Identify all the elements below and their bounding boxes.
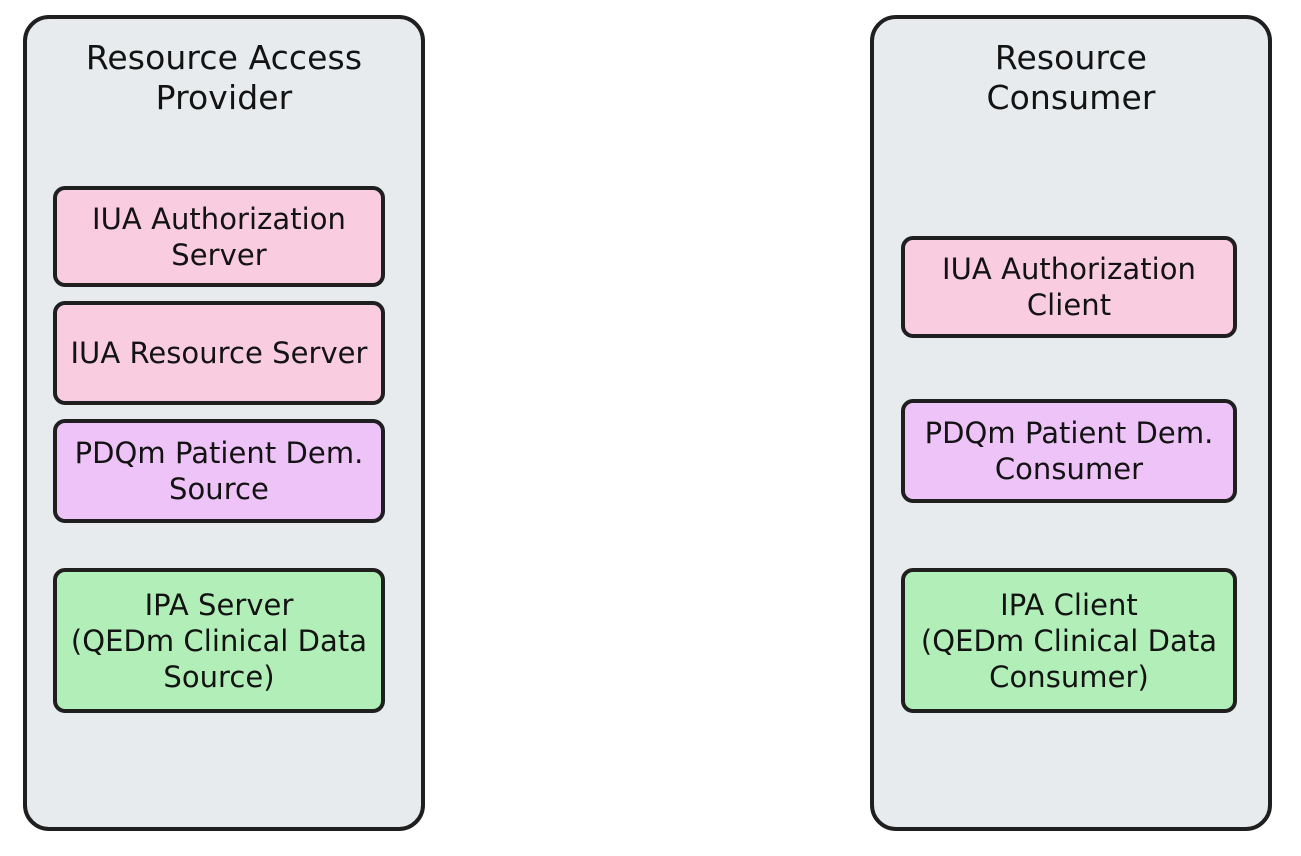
group-title-resource-consumer: Resource Consumer (986, 38, 1156, 117)
node-pdqm-patient-dem-source[interactable]: PDQm Patient Dem. Source (53, 419, 385, 523)
group-title-resource-access-provider: Resource Access Provider (85, 38, 363, 117)
node-iua-resource-server[interactable]: IUA Resource Server (53, 301, 385, 405)
node-ipa-server[interactable]: IPA Server (QEDm Clinical Data Source) (53, 568, 385, 713)
node-pdqm-patient-dem-consumer[interactable]: PDQm Patient Dem. Consumer (901, 399, 1237, 503)
node-iua-authorization-client[interactable]: IUA Authorization Client (901, 236, 1237, 338)
node-ipa-client[interactable]: IPA Client (QEDm Clinical Data Consumer) (901, 568, 1237, 713)
node-iua-authorization-server[interactable]: IUA Authorization Server (53, 186, 385, 287)
